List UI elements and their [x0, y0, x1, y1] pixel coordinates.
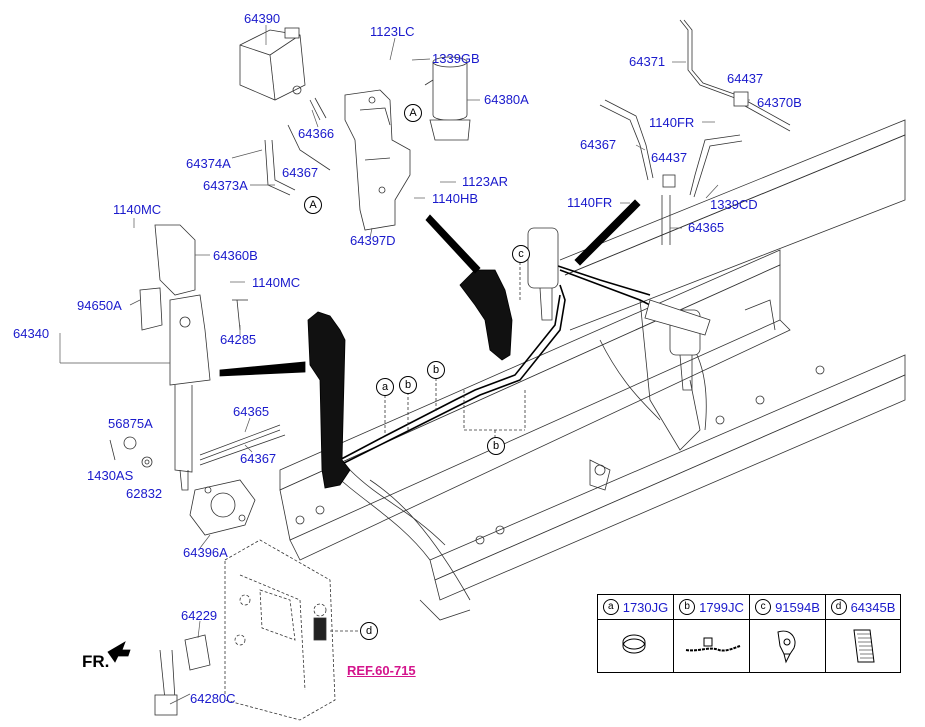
pipes-64374A [264, 97, 331, 196]
legend-head-c: c 91594B [750, 595, 825, 620]
callout-b-3: b [487, 437, 505, 455]
legend-head-a: a 1730JG [598, 595, 673, 620]
label-64370B: 64370B [757, 95, 802, 110]
label-1339CD: 1339CD [710, 197, 758, 212]
label-64374A: 64374A [186, 156, 231, 171]
label-64366: 64366 [298, 126, 335, 141]
legend-key-a: a [602, 599, 619, 615]
cable-tie-icon [685, 637, 741, 652]
hoses-left [199, 424, 286, 466]
filter-64380A [424, 56, 471, 141]
legend-part-b: 1799JC [699, 599, 744, 615]
callout-d: d [360, 622, 378, 640]
canister-64390 [239, 27, 306, 101]
callout-b-2: b [427, 361, 445, 379]
label-64380A: 64380A [484, 92, 529, 107]
label-64397D: 64397D [350, 233, 396, 248]
connector-64229 [154, 634, 211, 716]
inner-panel [224, 539, 336, 721]
legend-table: a 1730JG b 1799JC c 91594B d [597, 594, 901, 673]
legend-part-d: 64345B [850, 599, 896, 615]
callout-A-2: A [304, 196, 322, 214]
pad-icon [853, 629, 875, 663]
label-64285: 64285 [220, 332, 257, 347]
legend-head-d: d 64345B [826, 595, 900, 620]
legend-key-b: b [679, 599, 696, 615]
label-64365-left: 64365 [233, 404, 270, 419]
right-damper [527, 227, 711, 391]
label-1430AS: 1430AS [87, 468, 134, 483]
label-64280C: 64280C [190, 691, 236, 706]
label-64360B: 64360B [213, 248, 258, 263]
callout-c: c [512, 245, 530, 263]
callout-a: a [376, 378, 394, 396]
label-1140FR-mid: 1140FR [567, 195, 613, 210]
clamp-ring-icon [622, 634, 646, 654]
label-64437-mid: 64437 [651, 150, 688, 165]
label-leaders [59, 25, 750, 705]
label-64390: 64390 [244, 11, 281, 26]
label-64437-top: 64437 [727, 71, 764, 86]
legend-part-c: 91594B [775, 599, 820, 615]
callout-leaders [330, 262, 526, 632]
plate-64396A [189, 479, 256, 536]
label-56875A: 56875A [108, 416, 153, 431]
legend-cell-c: c 91594B [750, 595, 826, 672]
label-64371: 64371 [629, 54, 666, 69]
label-64340: 64340 [13, 326, 50, 341]
reference-link[interactable]: REF.60-715 [347, 663, 416, 678]
label-64229: 64229 [181, 608, 218, 623]
label-62832: 62832 [126, 486, 163, 501]
label-64396A: 64396A [183, 545, 228, 560]
front-direction-label: FR. [82, 652, 110, 671]
legend-part-a: 1730JG [622, 599, 669, 615]
label-64367-left: 64367 [240, 451, 277, 466]
label-1140HB: 1140HB [432, 191, 479, 206]
label-1339GB: 1339GB [432, 51, 480, 66]
shock-absorber-64340 [139, 224, 248, 491]
label-64367-top: 64367 [282, 165, 319, 180]
canister-silhouette-right [459, 269, 513, 361]
label-1140FR-top: 1140FR [649, 115, 695, 130]
callout-A-1: A [404, 104, 422, 122]
legend-cell-b: b 1799JC [674, 595, 750, 672]
legend-cell-a: a 1730JG [598, 595, 674, 672]
legend-cell-d: d 64345B [826, 595, 900, 672]
bracket-64397D [344, 89, 411, 231]
small-parts-left [109, 436, 153, 468]
callout-b-1: b [399, 376, 417, 394]
clip-icon [777, 630, 796, 664]
pipes-64371 [599, 19, 791, 245]
canister-silhouette-left [307, 311, 351, 489]
label-64365-right: 64365 [688, 220, 725, 235]
pad-64345B [313, 617, 327, 641]
legend-key-d: d [830, 599, 847, 615]
label-1140MC-mid: 1140MC [252, 275, 301, 290]
label-1123LC: 1123LC [370, 24, 415, 39]
fr-arrow-icon [107, 641, 131, 663]
label-64373A: 64373A [203, 178, 248, 193]
label-1123AR: 1123AR [462, 174, 509, 189]
label-1140MC-top: 1140MC [113, 202, 162, 217]
legend-key-c: c [755, 599, 772, 615]
label-64367-right: 64367 [580, 137, 617, 152]
label-94650A: 94650A [77, 298, 122, 313]
legend-head-b: b 1799JC [674, 595, 749, 620]
